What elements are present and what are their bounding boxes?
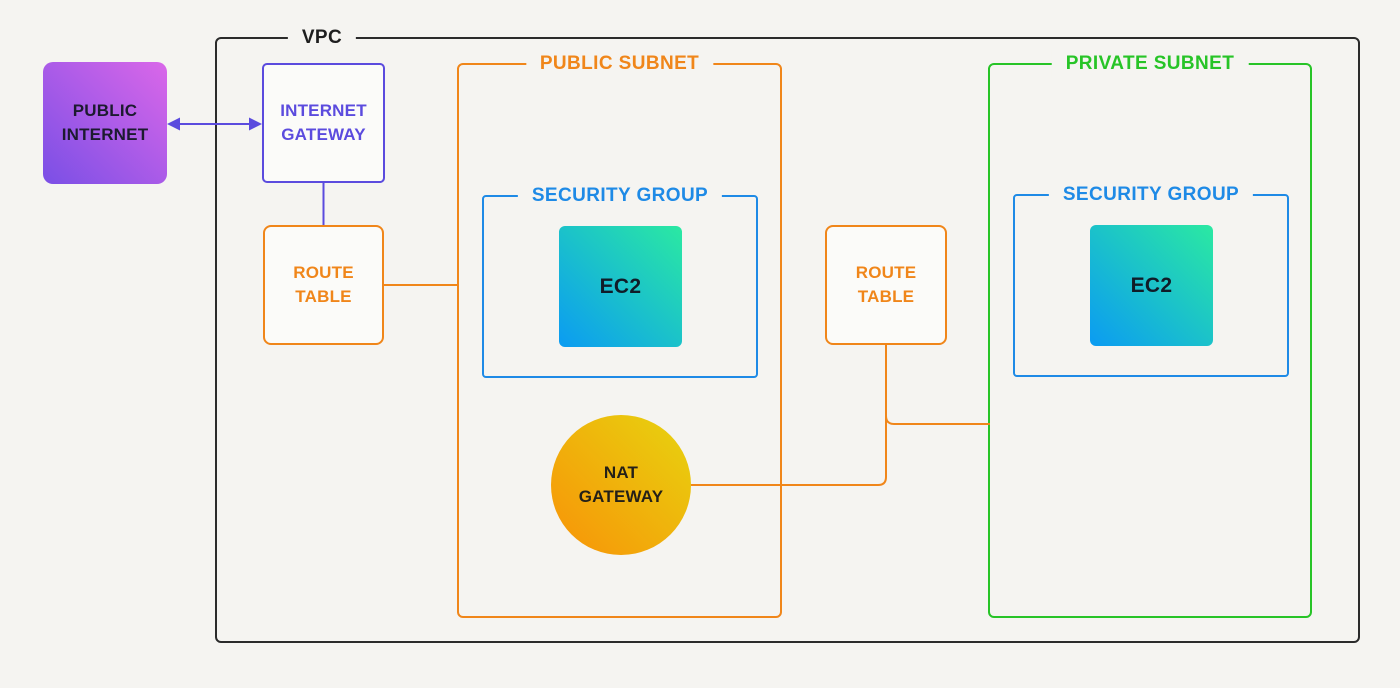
public-subnet-container: PUBLIC SUBNET SECURITY GROUP EC2 NAT GAT… (457, 50, 782, 618)
arrow-right-icon (249, 117, 262, 131)
internet-gateway-label: INTERNET GATEWAY (280, 101, 367, 144)
security-group-public-label: SECURITY GROUP (517, 182, 723, 210)
nat-gateway-label: NAT GATEWAY (578, 463, 664, 506)
public-subnet-label: PUBLIC SUBNET (525, 50, 714, 78)
route-table-public-node: ROUTE TABLE (263, 225, 384, 345)
ec2-public-node: EC2 (559, 226, 682, 347)
route-table-private-label: ROUTE TABLE (855, 263, 917, 306)
nat-to-route-table-connector (691, 345, 887, 486)
route-table-private-node: ROUTE TABLE (825, 225, 947, 345)
nat-gateway-node: NAT GATEWAY (551, 415, 691, 555)
ec2-public-label: EC2 (599, 274, 642, 298)
ec2-private-label: EC2 (1130, 273, 1173, 297)
route-table-to-private-subnet-connector (885, 415, 990, 425)
security-group-private-container: SECURITY GROUP EC2 (1013, 181, 1289, 377)
vpc-label: VPC (287, 24, 357, 52)
private-subnet-container: PRIVATE SUBNET SECURITY GROUP EC2 (988, 50, 1312, 618)
ec2-private-node: EC2 (1090, 225, 1213, 346)
public-internet-node: PUBLIC INTERNET (43, 62, 167, 184)
vpc-container: VPC INTERNET GATEWAY ROUTE TABLE PUBLIC … (215, 24, 1360, 643)
private-subnet-label: PRIVATE SUBNET (1051, 50, 1249, 78)
internet-gateway-node: INTERNET GATEWAY (262, 63, 385, 183)
security-group-private-label: SECURITY GROUP (1048, 181, 1254, 209)
arrow-left-icon (167, 117, 180, 131)
route-table-public-label: ROUTE TABLE (293, 263, 354, 306)
security-group-public-container: SECURITY GROUP EC2 (482, 182, 758, 378)
public-internet-label: PUBLIC INTERNET (61, 101, 149, 144)
